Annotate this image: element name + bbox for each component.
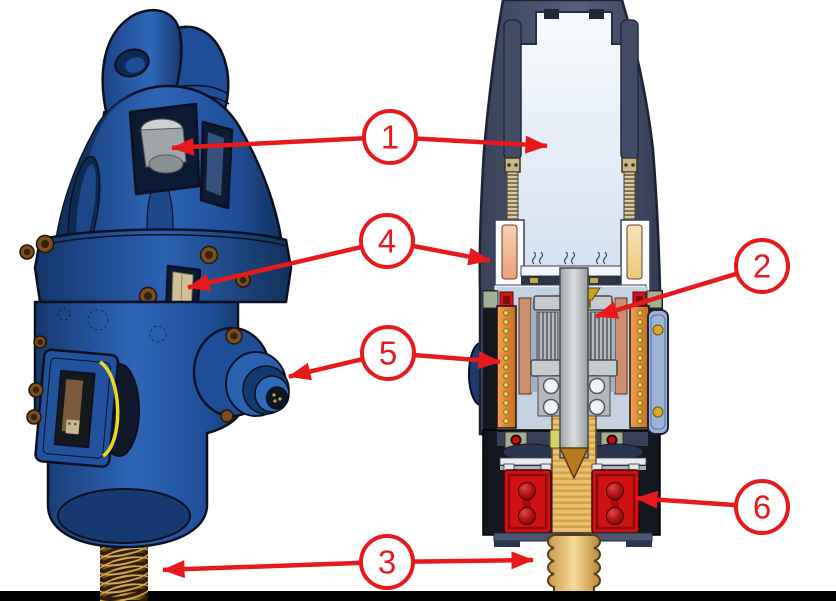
body-bottom-cap <box>57 488 191 544</box>
side-connector <box>192 326 290 423</box>
tie-rod-right <box>620 157 651 299</box>
hidden-line-marks <box>57 307 167 343</box>
section-pillar-left <box>503 19 522 161</box>
steel-strip-right <box>609 300 615 392</box>
cavity-top-nub <box>589 9 604 19</box>
copper-sleeve-left <box>518 297 532 395</box>
drive-shaft <box>559 267 589 459</box>
cavity-top-nub <box>544 9 559 19</box>
connector-face <box>265 386 289 410</box>
upper-window <box>128 102 201 196</box>
spring-symbols <box>531 251 608 265</box>
section-connector-plate <box>647 309 669 435</box>
right-window <box>199 120 234 210</box>
coil-spring-right <box>629 305 650 429</box>
detent-block-right <box>591 463 640 534</box>
steel-strip-left <box>531 300 537 392</box>
floor-detail <box>530 278 538 283</box>
lead-screw-lower <box>547 534 601 593</box>
side-panel <box>34 348 120 468</box>
retainer-strip <box>588 466 646 470</box>
exterior-view <box>19 9 293 601</box>
retainer-strip <box>500 466 558 470</box>
floor-detail <box>590 278 598 283</box>
slide-bottom-border <box>0 591 836 601</box>
section-view <box>468 0 669 593</box>
shaft-cone-tip <box>558 447 590 480</box>
coil-spring-left <box>496 305 517 429</box>
mech-wall-left <box>483 290 497 432</box>
flange-foot <box>626 541 652 547</box>
copper-sleeve-right <box>614 297 628 395</box>
section-pillar-right <box>620 19 639 161</box>
flange-foot <box>494 541 520 547</box>
section-cavity <box>515 11 634 291</box>
o-ring-seal <box>98 360 120 458</box>
panel-screws <box>26 335 47 425</box>
detent-block-left <box>503 463 552 534</box>
connector-nut <box>220 409 234 423</box>
internal-cylinder-part <box>140 118 187 174</box>
